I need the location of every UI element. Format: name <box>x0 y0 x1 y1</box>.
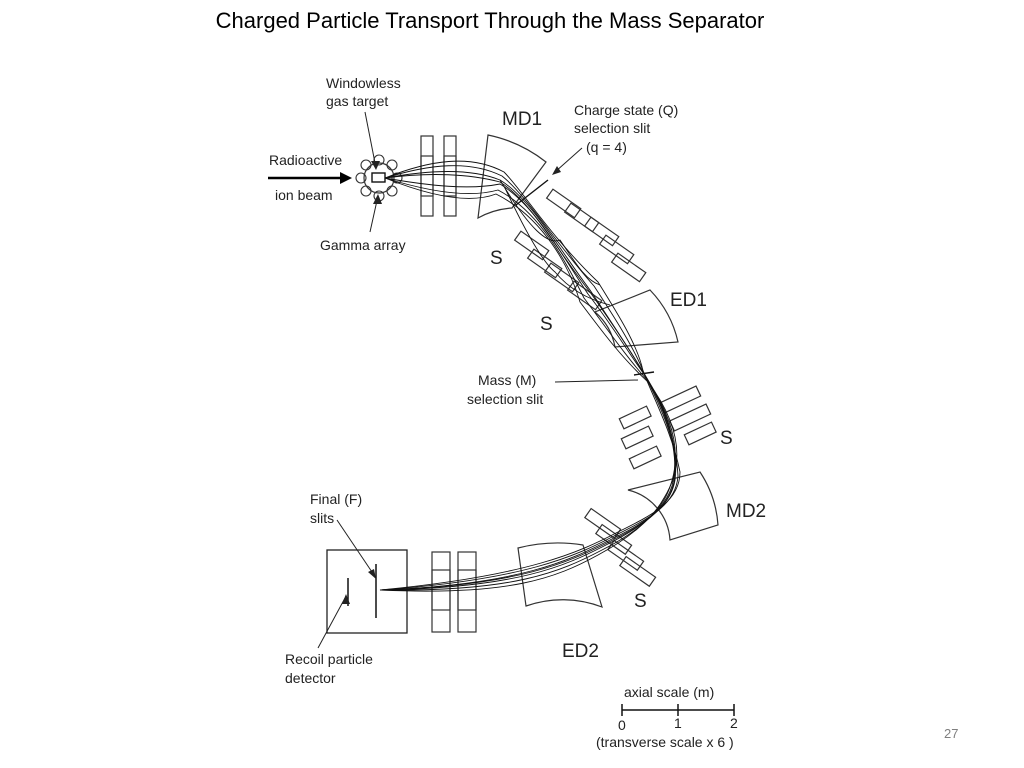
label-md2: MD2 <box>726 501 766 522</box>
gamma-array-icon <box>355 154 403 202</box>
target-arrowhead <box>371 161 380 170</box>
scale-tick-0: 0 <box>618 717 626 733</box>
quadrupole-pair-final <box>431 551 477 633</box>
label-radioactive: Radioactive <box>269 152 342 168</box>
scale-tick-1: 1 <box>674 715 682 731</box>
label-ed1: ED1 <box>670 290 707 311</box>
gas-target-cell <box>371 172 386 183</box>
label-mass: Mass (M) <box>478 372 536 388</box>
charge-slit-arrowhead <box>552 166 561 175</box>
label-s-4: S <box>634 591 647 612</box>
final-slit-arrowhead <box>368 569 376 579</box>
label-gamma-array: Gamma array <box>320 237 406 253</box>
label-md1: MD1 <box>502 109 542 130</box>
scale-note: (transverse scale x 6 ) <box>596 734 734 750</box>
slide-number: 27 <box>944 726 959 741</box>
label-s-1: S <box>490 248 503 269</box>
axial-scale-bar: axial scale (m) 0 1 2 (transverse scale … <box>596 684 738 750</box>
label-recoil-particle: Recoil particle <box>285 651 373 667</box>
magnetic-dipole-md1 <box>477 134 547 220</box>
quadrupole-pair-1 <box>420 135 457 217</box>
label-final-f: Final (F) <box>310 491 362 507</box>
quadrupoles-section-4 <box>583 507 657 588</box>
electric-dipole-ed2 <box>517 542 603 608</box>
label-selection-slit-q: selection slit <box>574 120 650 136</box>
label-gas-target: gas target <box>326 93 388 109</box>
detector-arrowhead <box>342 594 350 604</box>
mass-slit-pointer <box>554 379 639 383</box>
beam-trajectories <box>379 160 681 592</box>
label-charge-state: Charge state (Q) <box>574 102 678 118</box>
label-windowless: Windowless <box>326 75 401 91</box>
label-selection-slit-m: selection slit <box>467 391 543 407</box>
label-slits: slits <box>310 510 334 526</box>
quadrupoles-section-2 <box>513 188 647 311</box>
label-q-value: (q = 4) <box>586 139 627 155</box>
label-detector: detector <box>285 670 336 686</box>
label-ed2: ED2 <box>562 641 599 662</box>
scale-tick-2: 2 <box>730 715 738 731</box>
incoming-beam-arrow <box>268 172 352 184</box>
gamma-arrowhead <box>373 194 382 204</box>
label-ion-beam: ion beam <box>275 187 333 203</box>
magnetic-dipole-md2 <box>627 471 719 541</box>
slide-title: Charged Particle Transport Through the M… <box>215 8 765 33</box>
annotation-pointers <box>317 111 583 649</box>
scale-title: axial scale (m) <box>624 684 714 700</box>
label-s-2: S <box>540 314 553 335</box>
detector-chamber <box>326 549 408 634</box>
label-s-3: S <box>720 428 733 449</box>
